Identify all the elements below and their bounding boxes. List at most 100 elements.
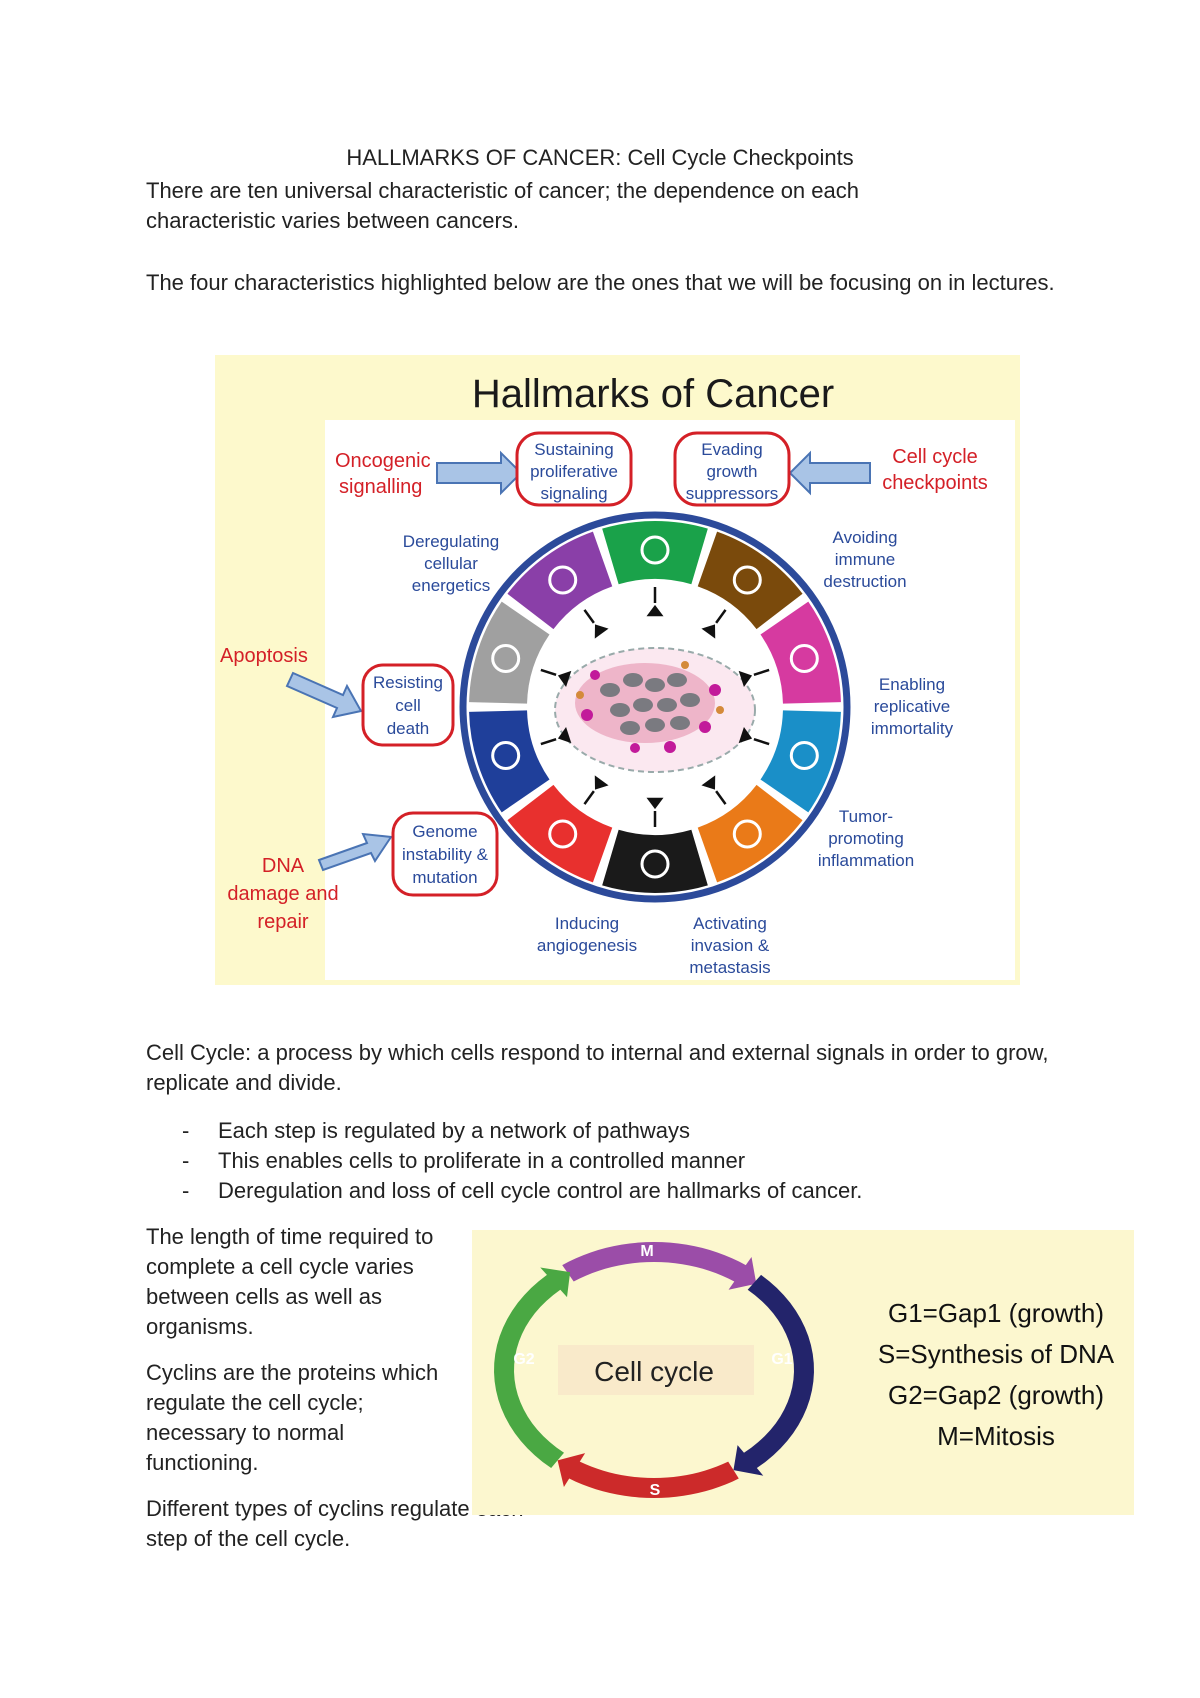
proliferative-segment-icon <box>640 535 670 565</box>
immune-segment <box>760 601 841 704</box>
inward-arrow-icon <box>753 668 770 677</box>
inward-arrow-icon <box>715 790 727 805</box>
tumor-label-1: Tumor- <box>839 807 893 826</box>
avoiding-label-2: immune <box>835 550 895 569</box>
invasion-label-3: metastasis <box>689 958 770 977</box>
dna-label-2: damage and <box>227 883 338 905</box>
cell-cycle-center-label: Cell cycle <box>594 1356 714 1387</box>
tumor-label-2: promoting <box>828 829 904 848</box>
deregulating-label-2: cellular <box>424 554 478 573</box>
side-paragraph-1: The length of time required to complete … <box>146 1224 434 1339</box>
enabling-label-2: replicative <box>874 697 951 716</box>
arrow-head-icon <box>594 775 609 790</box>
sustaining-label-2: proliferative <box>530 462 618 481</box>
legend-g1: G1=Gap1 (growth) <box>888 1298 1104 1328</box>
immortality-segment-icon <box>789 741 819 771</box>
arrow-right-icon <box>436 450 523 496</box>
inward-arrow-icon <box>540 737 557 746</box>
oncogenic-label-1: Oncogenic <box>335 450 431 472</box>
invasion-label-2: invasion & <box>691 936 770 955</box>
avoiding-label-1: Avoiding <box>833 528 898 547</box>
phase-g1-label: G1 <box>771 1351 792 1368</box>
genome-segment <box>469 710 550 813</box>
deregulating-label-3: energetics <box>412 576 490 595</box>
invasion-label-1: Activating <box>693 914 767 933</box>
growth-suppressor-segment <box>697 531 803 630</box>
angiogenesis-segment <box>507 784 613 883</box>
evading-box <box>673 431 791 507</box>
sustaining-box <box>515 431 633 507</box>
phase-s-label: S <box>650 1482 661 1499</box>
energetics-segment <box>507 531 613 630</box>
cell-death-segment <box>469 601 550 704</box>
arrow-head-icon <box>646 797 664 810</box>
oncogenic-label-2: signalling <box>339 476 422 498</box>
page-title: HALLMARKS OF CANCER: Cell Cycle Checkpoi… <box>346 145 854 170</box>
deregulating-label-1: Deregulating <box>403 532 499 551</box>
side-paragraph-3: Different types of cyclins regulate each… <box>146 1496 524 1551</box>
invasion-segment <box>602 829 708 893</box>
arrow-head-icon <box>738 670 753 688</box>
arrow-head-icon <box>701 624 716 639</box>
inward-arrow-icon <box>540 668 557 677</box>
arrow-head-icon <box>646 604 664 617</box>
genome-label-2: instability & <box>402 845 489 864</box>
genome-segment-icon <box>491 741 521 771</box>
arrow-head-icon <box>594 624 609 639</box>
angiogenesis-label-2: angiogenesis <box>537 936 637 955</box>
inward-arrow-icon <box>583 609 595 624</box>
dna-label-1: DNA <box>262 855 305 877</box>
arrow-head-icon <box>557 670 572 688</box>
inflammation-segment-icon <box>732 819 762 849</box>
avoiding-label-3: destruction <box>823 572 906 591</box>
angiogenesis-segment-icon <box>548 819 578 849</box>
tumor-label-3: inflammation <box>818 851 914 870</box>
immortality-segment <box>760 710 841 813</box>
cell-cycle-center-box <box>558 1345 754 1395</box>
s-phase-arc <box>557 1453 739 1498</box>
evading-label-1: Evading <box>701 440 762 459</box>
resisting-box <box>361 663 455 747</box>
phase-m-label: M <box>640 1243 653 1260</box>
legend-g2: G2=Gap2 (growth) <box>888 1380 1104 1410</box>
dna-label-3: repair <box>257 911 308 933</box>
bullet-item: Deregulation and loss of cell cycle cont… <box>146 1176 1106 1206</box>
angiogenesis-label-1: Inducing <box>555 914 619 933</box>
bullet-item: Each step is regulated by a network of p… <box>146 1116 1106 1146</box>
sustaining-label-1: Sustaining <box>534 440 613 459</box>
invasion-segment-icon <box>640 849 670 879</box>
phase-g2-label: G2 <box>513 1351 534 1368</box>
arrow-up-right-icon <box>317 832 393 872</box>
genome-label-3: mutation <box>412 868 477 887</box>
inward-arrow-icon <box>753 737 770 746</box>
hallmarks-heading: Hallmarks of Cancer <box>472 372 834 416</box>
resisting-label-3: death <box>387 719 430 738</box>
inward-arrow-icon <box>583 790 595 805</box>
cell-cycle-figure: Cell cycle M G1 S G2 G1=Gap1 (growth) S=… <box>472 1230 1134 1515</box>
cell-cycle-bullets: Each step is regulated by a network of p… <box>146 1116 1106 1206</box>
arrow-head-icon <box>557 726 572 744</box>
energetics-segment-icon <box>548 565 578 595</box>
enabling-label-3: immortality <box>871 719 954 738</box>
m-phase-arc <box>562 1242 757 1290</box>
checkpoints-label-2: checkpoints <box>882 472 988 494</box>
resisting-label-2: cell <box>395 696 421 715</box>
arrow-head-icon <box>738 726 753 744</box>
cell-cycle-arcs <box>494 1242 814 1498</box>
genome-box <box>391 811 499 897</box>
checkpoints-label-1: Cell cycle <box>892 446 978 468</box>
hallmarks-figure: Hallmarks of Cancer Oncogenic signalling… <box>215 355 1020 985</box>
inflammation-segment <box>697 784 803 883</box>
resisting-label-1: Resisting <box>373 673 443 692</box>
legend-m: M=Mitosis <box>937 1421 1055 1451</box>
growth-suppressor-segment-icon <box>732 565 762 595</box>
g1-phase-arc <box>733 1274 814 1476</box>
legend-s: S=Synthesis of DNA <box>878 1339 1115 1369</box>
intro-paragraph-2: The four characteristics highlighted bel… <box>146 270 1055 295</box>
apoptosis-label: Apoptosis <box>220 645 308 667</box>
enabling-label-1: Enabling <box>879 675 945 694</box>
arrow-left-icon <box>788 450 871 496</box>
sustaining-label-3: signaling <box>540 484 607 503</box>
side-paragraph-2: Cyclins are the proteins which regulate … <box>146 1360 439 1475</box>
inward-arrows <box>540 587 770 827</box>
